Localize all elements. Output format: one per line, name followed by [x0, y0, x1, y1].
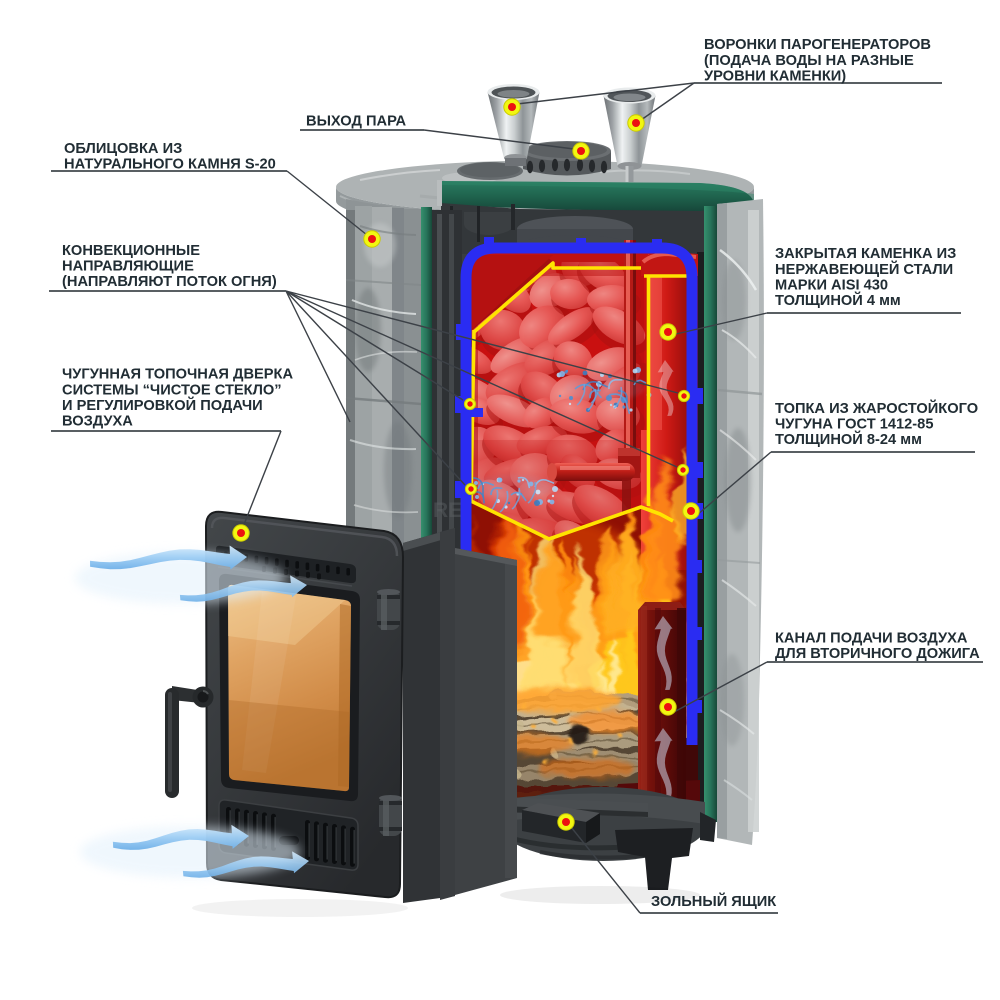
svg-text:ВОРОНКИ ПАРОГЕНЕРАТОРОВ: ВОРОНКИ ПАРОГЕНЕРАТОРОВ [704, 37, 931, 53]
svg-text:ТОПКА ИЗ ЖАРОСТОЙКОГО: ТОПКА ИЗ ЖАРОСТОЙКОГО [775, 399, 978, 417]
svg-text:RE: RE [433, 499, 462, 522]
svg-text:ЗОЛЬНЫЙ ЯЩИК: ЗОЛЬНЫЙ ЯЩИК [651, 892, 776, 910]
svg-text:(НАПРАВЛЯЮТ ПОТОК ОГНЯ): (НАПРАВЛЯЮТ ПОТОК ОГНЯ) [62, 274, 277, 290]
svg-text:ЗАКРЫТАЯ КАМЕНКА ИЗ: ЗАКРЫТАЯ КАМЕНКА ИЗ [775, 246, 956, 262]
svg-text:ЧУГУНА ГОСТ 1412-85: ЧУГУНА ГОСТ 1412-85 [775, 417, 933, 433]
svg-text:НАПРАВЛЯЮЩИЕ: НАПРАВЛЯЮЩИЕ [62, 258, 194, 274]
svg-text:КОНВЕКЦИОННЫЕ: КОНВЕКЦИОННЫЕ [62, 243, 200, 259]
svg-text:НАТУРАЛЬНОГО КАМНЯ S-20: НАТУРАЛЬНОГО КАМНЯ S-20 [64, 157, 276, 173]
svg-text:МАРКИ AISI 430: МАРКИ AISI 430 [775, 277, 888, 293]
svg-text:ТОЛЩИНОЙ 8-24 мм: ТОЛЩИНОЙ 8-24 мм [775, 430, 922, 448]
svg-text:ДЛЯ ВТОРИЧНОГО ДОЖИГА: ДЛЯ ВТОРИЧНОГО ДОЖИГА [775, 646, 980, 662]
svg-text:КАНАЛ ПОДАЧИ ВОЗДУХА: КАНАЛ ПОДАЧИ ВОЗДУХА [775, 630, 968, 646]
svg-text:СИСТЕМЫ “ЧИСТОЕ СТЕКЛО”: СИСТЕМЫ “ЧИСТОЕ СТЕКЛО” [62, 382, 282, 398]
svg-text:УРОВНИ КАМЕНКИ): УРОВНИ КАМЕНКИ) [704, 68, 846, 84]
svg-text:(ПОДАЧА ВОДЫ НА РАЗНЫЕ: (ПОДАЧА ВОДЫ НА РАЗНЫЕ [704, 53, 914, 69]
svg-text:ВОЗДУХА: ВОЗДУХА [62, 414, 133, 430]
svg-text:ТОЛЩИНОЙ 4 мм: ТОЛЩИНОЙ 4 мм [775, 291, 901, 309]
svg-text:ВЫХОД ПАРА: ВЫХОД ПАРА [306, 114, 407, 130]
svg-text:И РЕГУЛИРОВКОЙ ПОДАЧИ: И РЕГУЛИРОВКОЙ ПОДАЧИ [62, 396, 263, 414]
svg-text:ОБЛИЦОВКА ИЗ: ОБЛИЦОВКА ИЗ [64, 141, 182, 157]
svg-text:ЧУГУННАЯ ТОПОЧНАЯ ДВЕРКА: ЧУГУННАЯ ТОПОЧНАЯ ДВЕРКА [62, 367, 293, 383]
svg-text:НЕРЖАВЕЮЩЕЙ СТАЛИ: НЕРЖАВЕЮЩЕЙ СТАЛИ [775, 260, 953, 278]
